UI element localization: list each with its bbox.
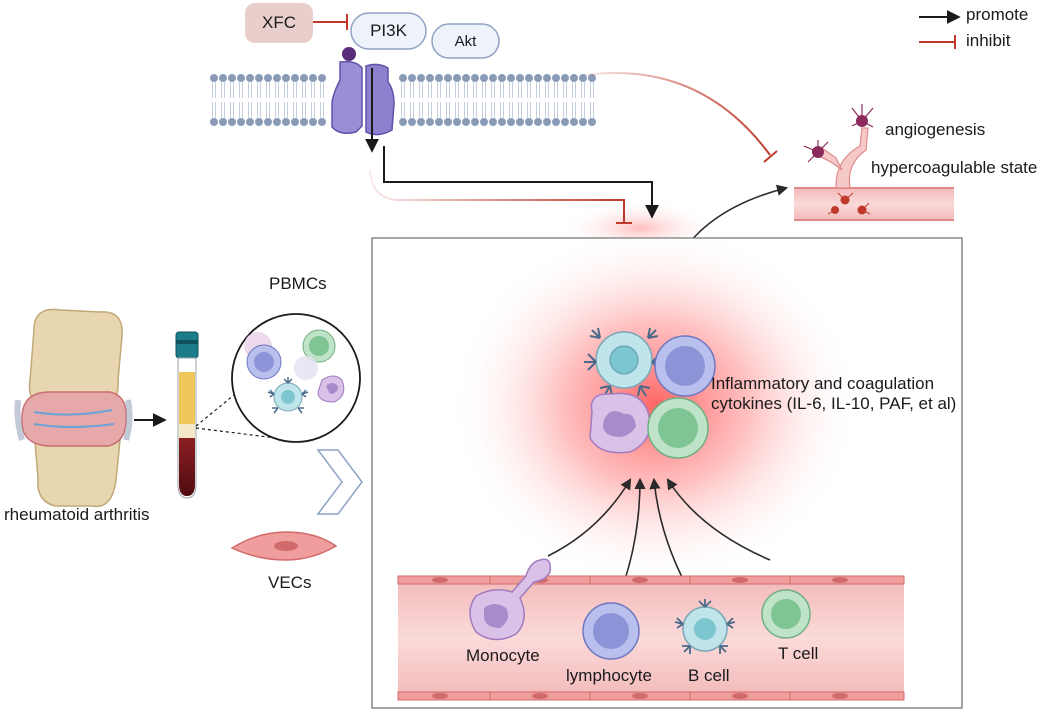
monocyte-cluster-icon	[589, 392, 651, 454]
bcell-icon	[674, 599, 736, 654]
cytokines-label-line1: Inflammatory and coagulation	[711, 374, 935, 393]
cytokine-cells	[584, 327, 716, 459]
inhibit-curve-angiogenesis	[584, 71, 771, 156]
angiogenesis-icon	[794, 104, 954, 221]
cell-membrane	[210, 74, 596, 126]
pbmcs-circle	[231, 313, 361, 443]
inflammation-glow	[450, 225, 860, 585]
legend-inhibit-label: inhibit	[966, 31, 1011, 50]
monocyte-label: Monocyte	[466, 646, 540, 665]
pbmcs-label: PBMCs	[269, 274, 327, 293]
angiogenesis-label: angiogenesis	[885, 120, 986, 139]
receptor-icon	[331, 47, 395, 136]
lymphocyte-label: lymphocyte	[566, 666, 652, 685]
xfc-box	[245, 3, 313, 43]
arrow-tcell-up	[666, 478, 771, 561]
vecs-label: VECs	[268, 573, 312, 592]
blood-vessel	[397, 575, 905, 701]
lymphocyte-icon	[582, 602, 640, 660]
pi3k-box	[350, 12, 427, 50]
tcell-cluster-icon	[647, 397, 709, 459]
inhibit-arrow-to-box	[369, 169, 625, 222]
akt-label: Akt	[454, 32, 477, 50]
lymphocyte-cluster-icon	[654, 335, 716, 397]
bcell-cluster-icon	[584, 327, 664, 397]
knee-joint-icon	[14, 308, 133, 508]
pi3k-label: PI3K	[370, 21, 407, 40]
tcell-label: T cell	[778, 644, 819, 663]
legend-promote-label: promote	[966, 5, 1029, 24]
blood-tube-icon	[175, 331, 199, 499]
tcell-icon	[761, 589, 811, 639]
xfc-label: XFC	[262, 13, 296, 32]
vec-cell-icon	[230, 531, 338, 561]
monocyte-icon	[469, 558, 552, 641]
hypercoagulable-label: hypercoagulable state	[871, 158, 1038, 177]
disease-label: rheumatoid arthritis	[4, 505, 150, 524]
legend	[919, 10, 961, 49]
arrow-monocyte-up	[547, 478, 632, 557]
chevron-right-icon	[316, 449, 363, 515]
cytokines-label-line2: cytokines (IL-6, IL-10, PAF, et al)	[711, 394, 957, 413]
akt-box	[431, 23, 500, 59]
promote-arrow-to-box	[383, 146, 659, 219]
bcell-label: B cell	[688, 666, 730, 685]
